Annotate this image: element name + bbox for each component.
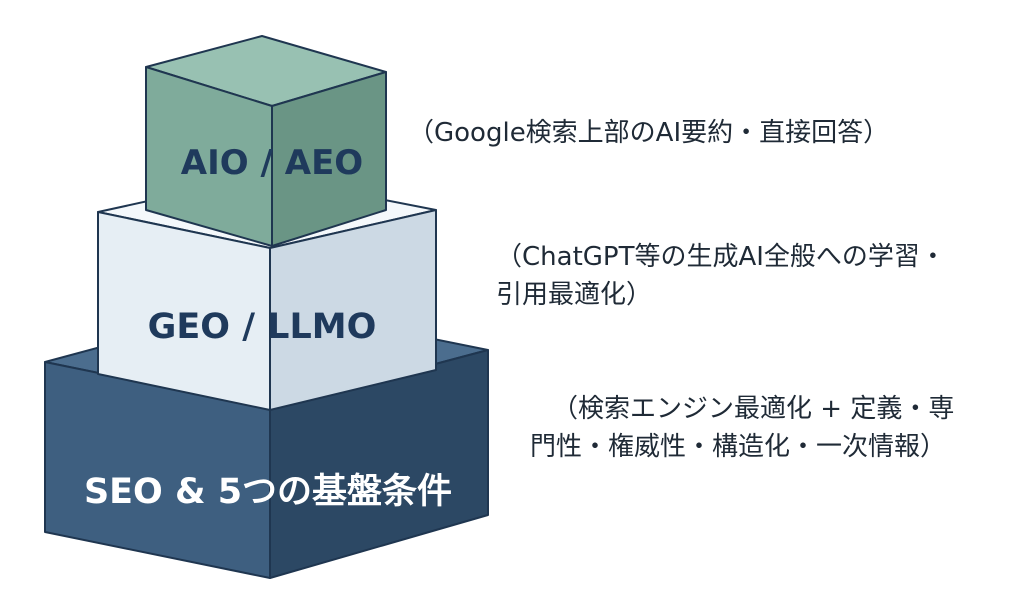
aio-label: AIO / AEO (181, 143, 363, 183)
seo-description-line: 門性・権威性・構造化・一次情報） (530, 432, 947, 462)
aio-description: （Google検索上部のAI要約・直接回答） (408, 114, 889, 152)
geo-label: GEO / LLMO (148, 307, 377, 347)
seo-description: （検索エンジン最適化 + 定義・専 門性・権威性・構造化・一次情報） (530, 390, 955, 466)
layer-block-aio: AIO / AEO (145, 35, 387, 247)
seo-label: SEO & 5つの基盤条件 (84, 472, 452, 512)
aio-description-line: （Google検索上部のAI要約・直接回答） (408, 118, 890, 148)
geo-side-face (269, 209, 437, 411)
aio-side-face (271, 71, 387, 247)
geo-description: （ChatGPT等の生成AI全般への学習・ 引用最適化） (496, 238, 946, 314)
seo-description-line: （検索エンジン最適化 + 定義・専 (552, 394, 955, 424)
geo-description-line: 引用最適化） (496, 280, 653, 310)
geo-description-line: （ChatGPT等の生成AI全般への学習・ (496, 242, 946, 272)
